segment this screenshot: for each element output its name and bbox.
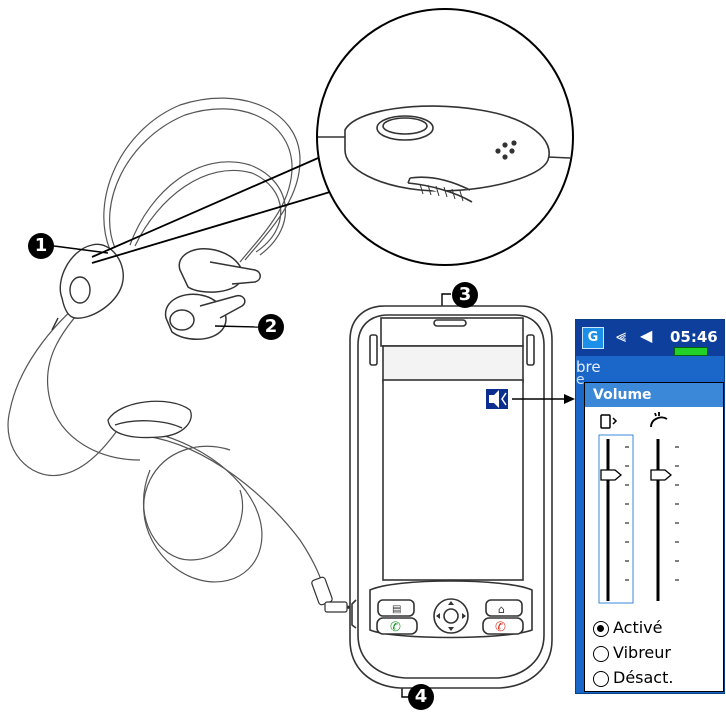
volume-icon[interactable]: ◀ (640, 326, 653, 345)
nav-pad-arrows (436, 601, 466, 631)
zoomed-remote (318, 105, 571, 203)
battery-icon (674, 347, 708, 356)
device-volume-icon (600, 414, 618, 429)
home-key-icon: ⌂ (498, 603, 505, 616)
callout-4: 4 (408, 684, 434, 710)
option-active-label: Activé (613, 618, 663, 637)
phone-ringer-icon (650, 412, 668, 428)
device-slider-focus (598, 434, 634, 604)
callout-2: 2 (258, 314, 284, 340)
option-active[interactable]: Activé (593, 617, 723, 639)
callout-1: 1 (28, 233, 54, 259)
inline-remote (51, 243, 124, 331)
radio-icon[interactable] (593, 645, 609, 662)
option-off[interactable]: Désact. (593, 667, 723, 689)
cable-clip (107, 400, 192, 439)
option-off-label: Désact. (613, 668, 674, 687)
audio-plug (311, 576, 367, 613)
menu-key-icon: ▤ (392, 604, 401, 615)
zoom-lines (91, 154, 331, 264)
option-vibrate[interactable]: Vibreur (593, 642, 723, 664)
signal-icon[interactable]: ⫷ (616, 326, 627, 347)
background-text: bre (576, 358, 601, 376)
slider-ticks (625, 446, 679, 581)
pointer-arrowhead (564, 394, 575, 404)
wheel-texture (419, 183, 464, 202)
volume-popup: Volume (584, 382, 724, 692)
ringer-slider-thumb[interactable] (650, 469, 673, 481)
device-slider-thumb[interactable] (600, 469, 623, 481)
volume-screen: G ⫷ ◀ 05:46 bre e Volume (575, 319, 725, 694)
end-call-key-icon: ✆ (495, 620, 506, 635)
background-text-2: e (576, 372, 585, 388)
volume-title: Volume (585, 383, 723, 407)
speaker-icon (486, 389, 508, 409)
status-bar: G ⫷ ◀ 05:46 (576, 320, 724, 356)
volume-sliders (598, 412, 679, 604)
option-vibrate-label: Vibreur (613, 643, 671, 662)
headset-cables (7, 97, 331, 611)
earphones (164, 248, 261, 340)
radio-icon[interactable] (593, 670, 609, 687)
callout-3: 3 (452, 282, 478, 308)
status-icon[interactable]: G (582, 327, 604, 349)
radio-selected-icon[interactable] (593, 620, 609, 637)
call-key-icon: ✆ (390, 620, 401, 635)
clock[interactable]: 05:46 (670, 328, 718, 346)
